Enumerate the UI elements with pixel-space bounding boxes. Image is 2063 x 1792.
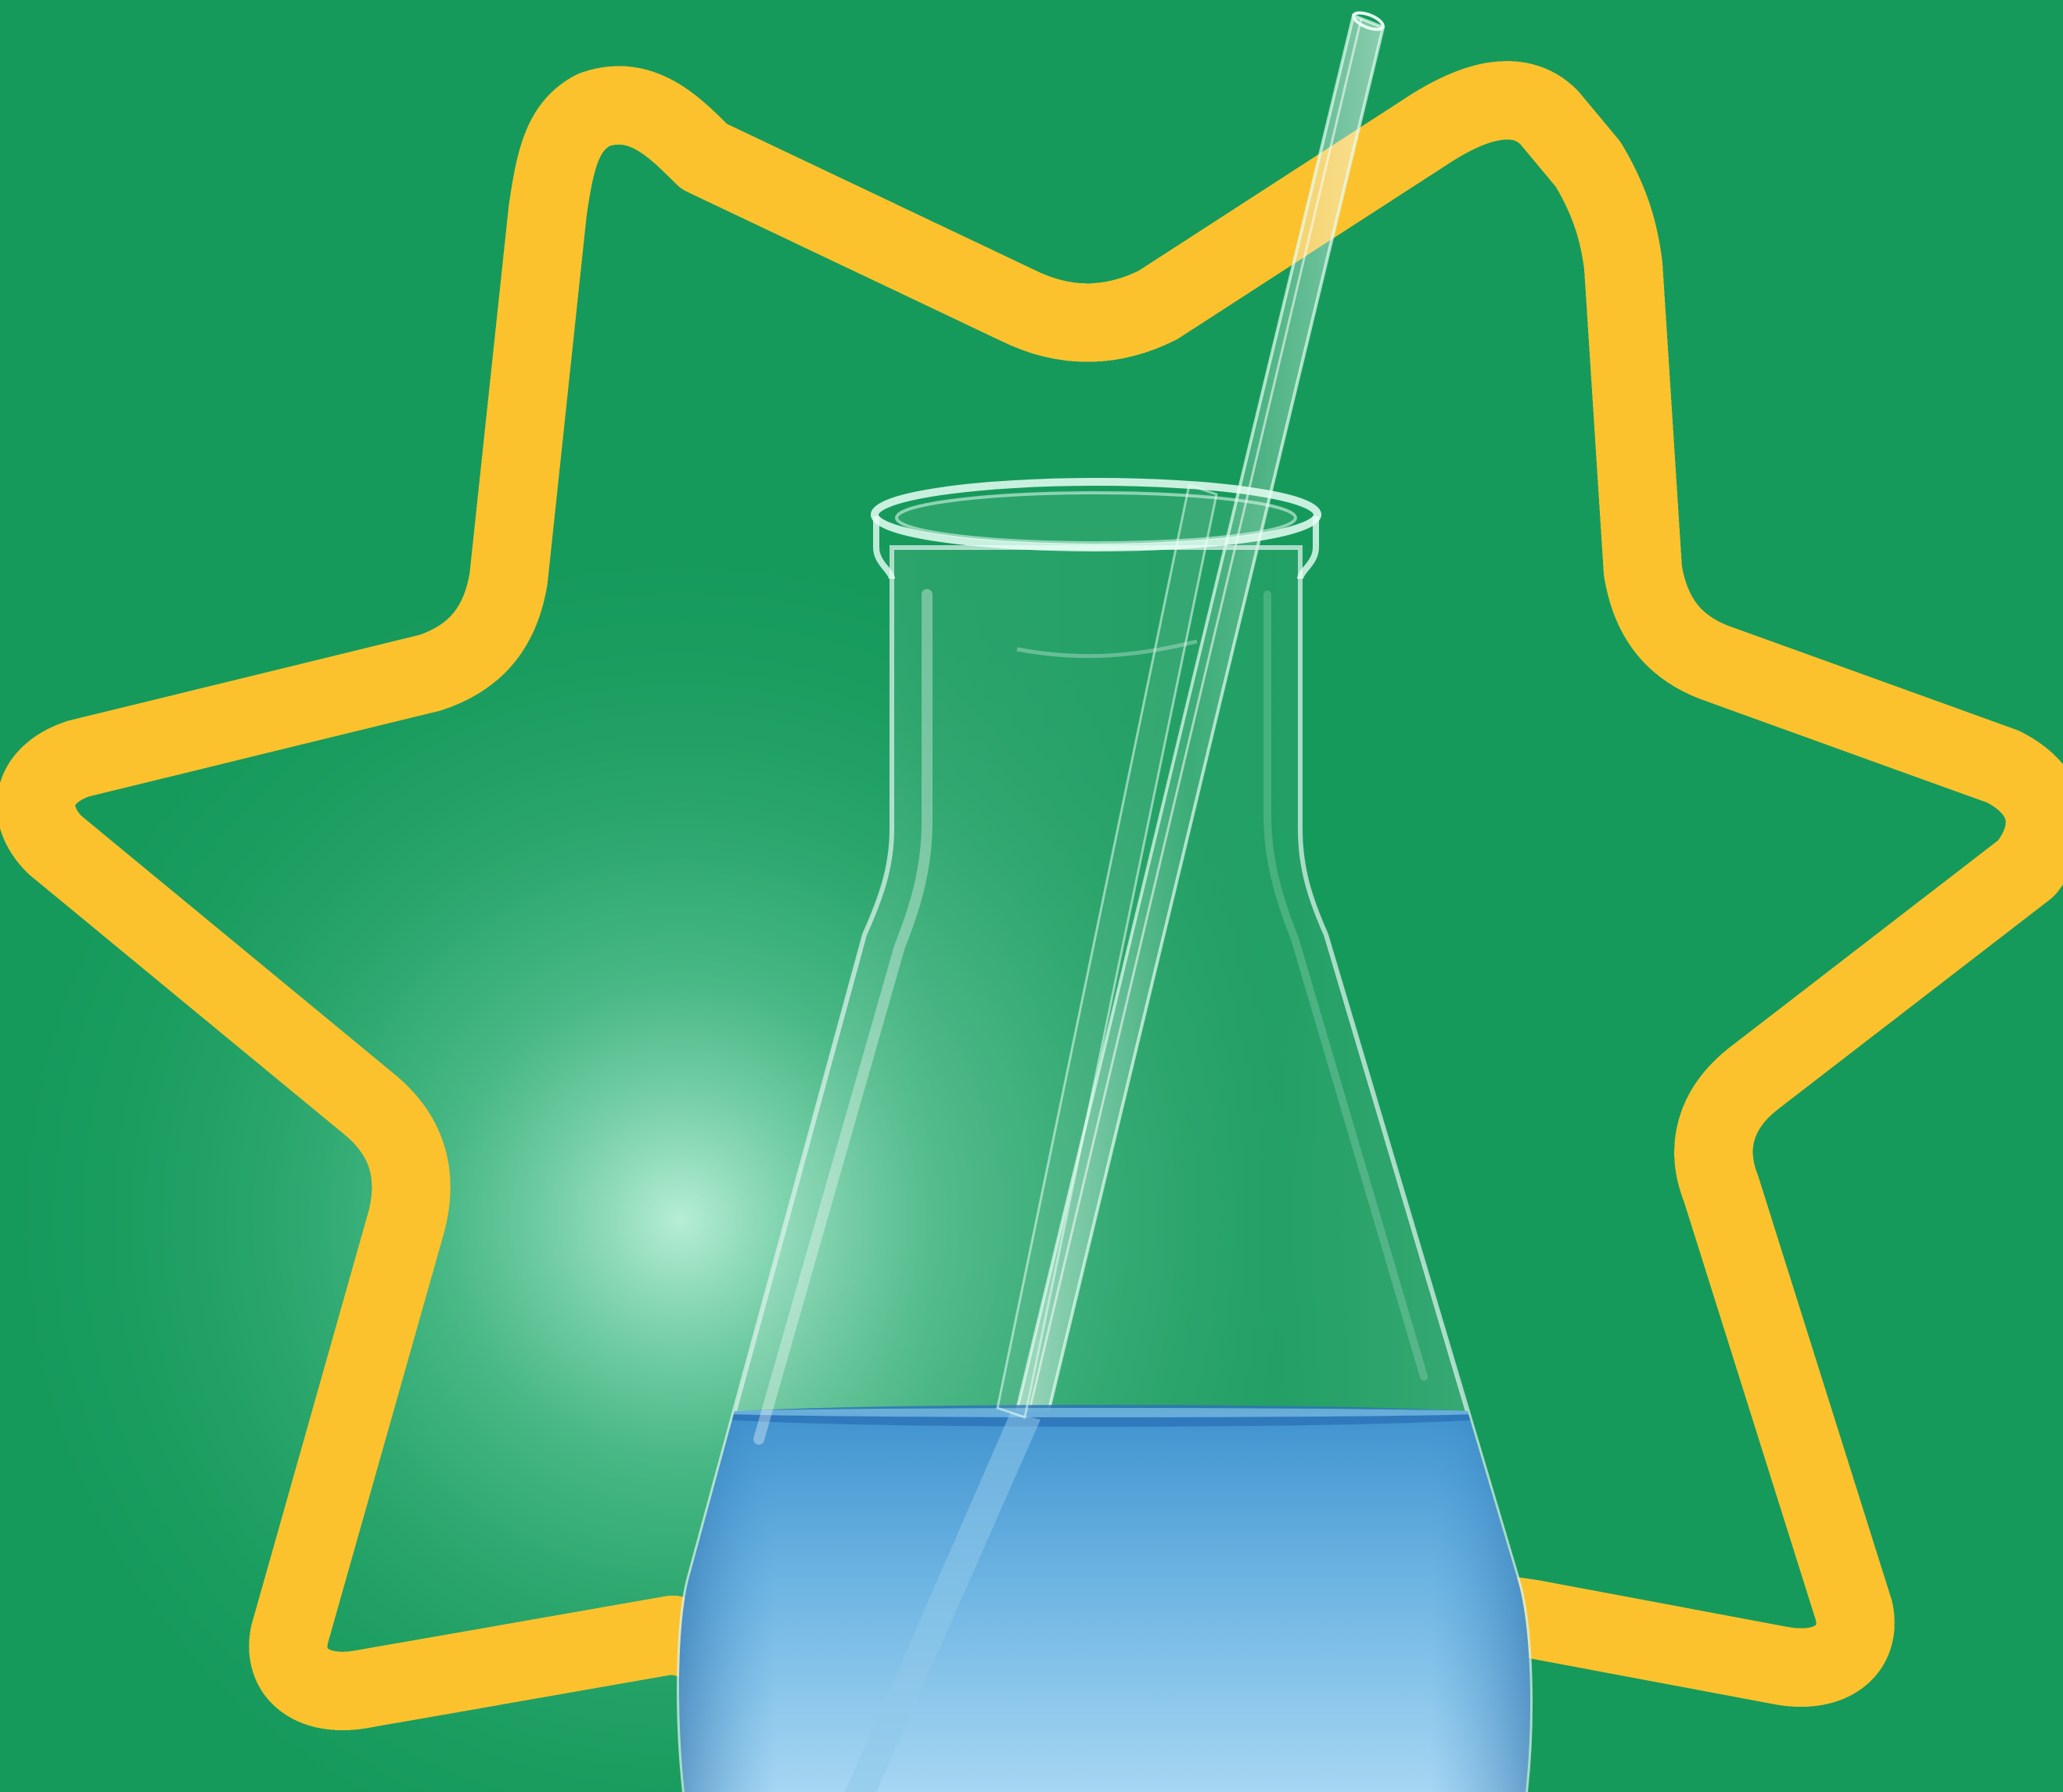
star-frame xyxy=(0,100,2063,1691)
erlenmeyer-flask xyxy=(677,478,1533,1792)
blue-liquid xyxy=(679,1405,1530,1792)
